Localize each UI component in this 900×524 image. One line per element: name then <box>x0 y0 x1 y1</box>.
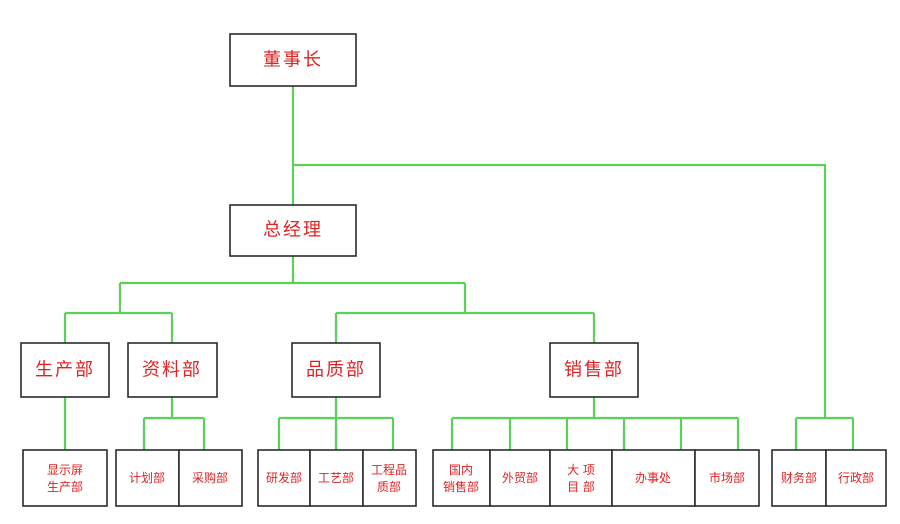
key-projects-label-line2: 目 部 <box>567 479 595 494</box>
link-gm-production-materials <box>63 283 174 343</box>
domestic-sales-label-line2: 销售部 <box>443 479 479 494</box>
finance-label: 财务部 <box>781 470 817 485</box>
materials-label: 资料部 <box>142 360 202 381</box>
connector-lines <box>63 86 855 450</box>
key-projects-label-line1: 大 项 <box>567 463 595 477</box>
node-finance: 财务部 <box>771 449 827 507</box>
link-gm-quality-sales <box>334 283 596 343</box>
node-display-production: 显示屏 生产部 <box>22 449 108 507</box>
rnd-label: 研发部 <box>266 470 302 485</box>
node-process: 工艺部 <box>309 449 364 507</box>
node-foreign-trade: 外贸部 <box>489 449 551 507</box>
node-materials: 资料部 <box>127 342 218 398</box>
link-finance-admin-subunits <box>794 416 855 450</box>
marketing-label: 市场部 <box>709 470 745 485</box>
admin-label: 行政部 <box>838 470 874 485</box>
node-planning: 计划部 <box>115 449 180 507</box>
quality-label: 品质部 <box>306 360 366 381</box>
display-production-label-line1: 显示屏 <box>47 463 83 477</box>
link-materials-subunits <box>142 397 206 450</box>
production-label: 生产部 <box>35 360 95 381</box>
office-label: 办事处 <box>635 470 671 485</box>
node-domestic-sales: 国内 销售部 <box>432 449 491 507</box>
node-rnd: 研发部 <box>257 449 311 507</box>
node-quality: 品质部 <box>291 342 381 398</box>
node-gm: 总经理 <box>229 204 357 257</box>
node-sales: 销售部 <box>549 342 639 398</box>
process-label: 工艺部 <box>318 470 354 485</box>
node-admin: 行政部 <box>825 449 887 507</box>
foreign-trade-label: 外贸部 <box>502 470 538 485</box>
node-engineering-quality: 工程品 质部 <box>362 449 417 507</box>
purchasing-label: 采购部 <box>192 470 228 485</box>
node-purchasing: 采购部 <box>178 449 243 507</box>
planning-label: 计划部 <box>129 470 165 485</box>
sales-label: 销售部 <box>564 360 624 381</box>
engineering-quality-label-line2: 质部 <box>377 479 401 494</box>
link-sales-subunits <box>450 397 740 450</box>
engineering-quality-label-line1: 工程品 <box>371 462 407 477</box>
gm-label: 总经理 <box>263 220 323 241</box>
display-production-label-line2: 生产部 <box>47 479 83 494</box>
link-chairman-finance-admin <box>293 163 827 418</box>
node-marketing: 市场部 <box>694 449 760 507</box>
chairman-label: 董事长 <box>263 50 323 71</box>
node-office: 办事处 <box>611 449 696 507</box>
link-quality-subunits <box>277 397 395 450</box>
node-chairman: 董事长 <box>229 33 357 87</box>
node-key-projects: 大 项 目 部 <box>549 449 613 507</box>
link-gm-bus <box>120 256 465 285</box>
domestic-sales-label-line1: 国内 <box>449 463 473 477</box>
node-production: 生产部 <box>20 342 110 398</box>
